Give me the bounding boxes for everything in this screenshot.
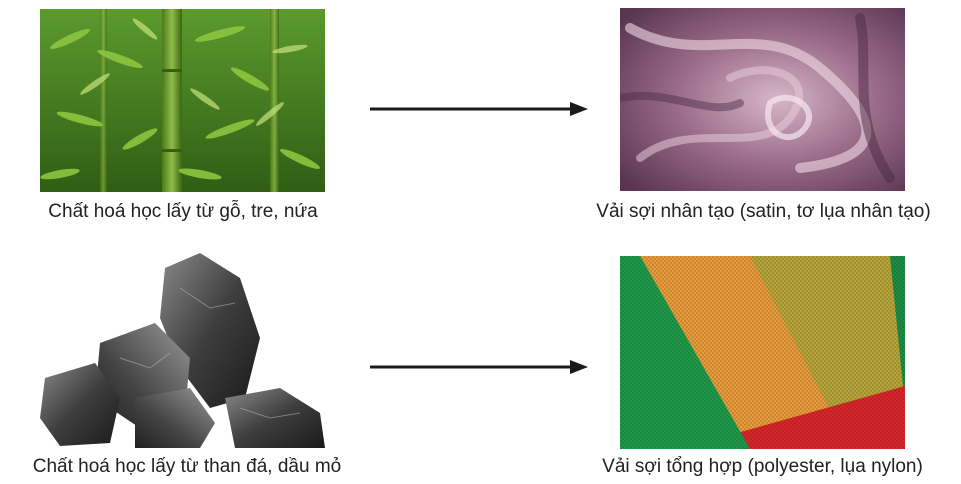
coal-caption: Chất hoá học lấy từ than đá, dầu mỏ <box>2 456 372 478</box>
satin-fabric-image <box>620 8 905 191</box>
coal-image <box>40 248 332 448</box>
satin-caption: Vải sợi nhân tạo (satin, tơ lụa nhân tạo… <box>570 201 957 223</box>
bamboo-image <box>40 9 325 192</box>
bamboo-caption: Chất hoá học lấy từ gỗ, tre, nứa <box>18 201 348 223</box>
arrow-right-icon <box>370 355 588 379</box>
synthetic-caption: Vải sợi tổng hợp (polyester, lụa nylon) <box>585 456 940 478</box>
synthetic-fabric-image <box>620 256 905 449</box>
arrow-right-icon <box>370 97 588 121</box>
